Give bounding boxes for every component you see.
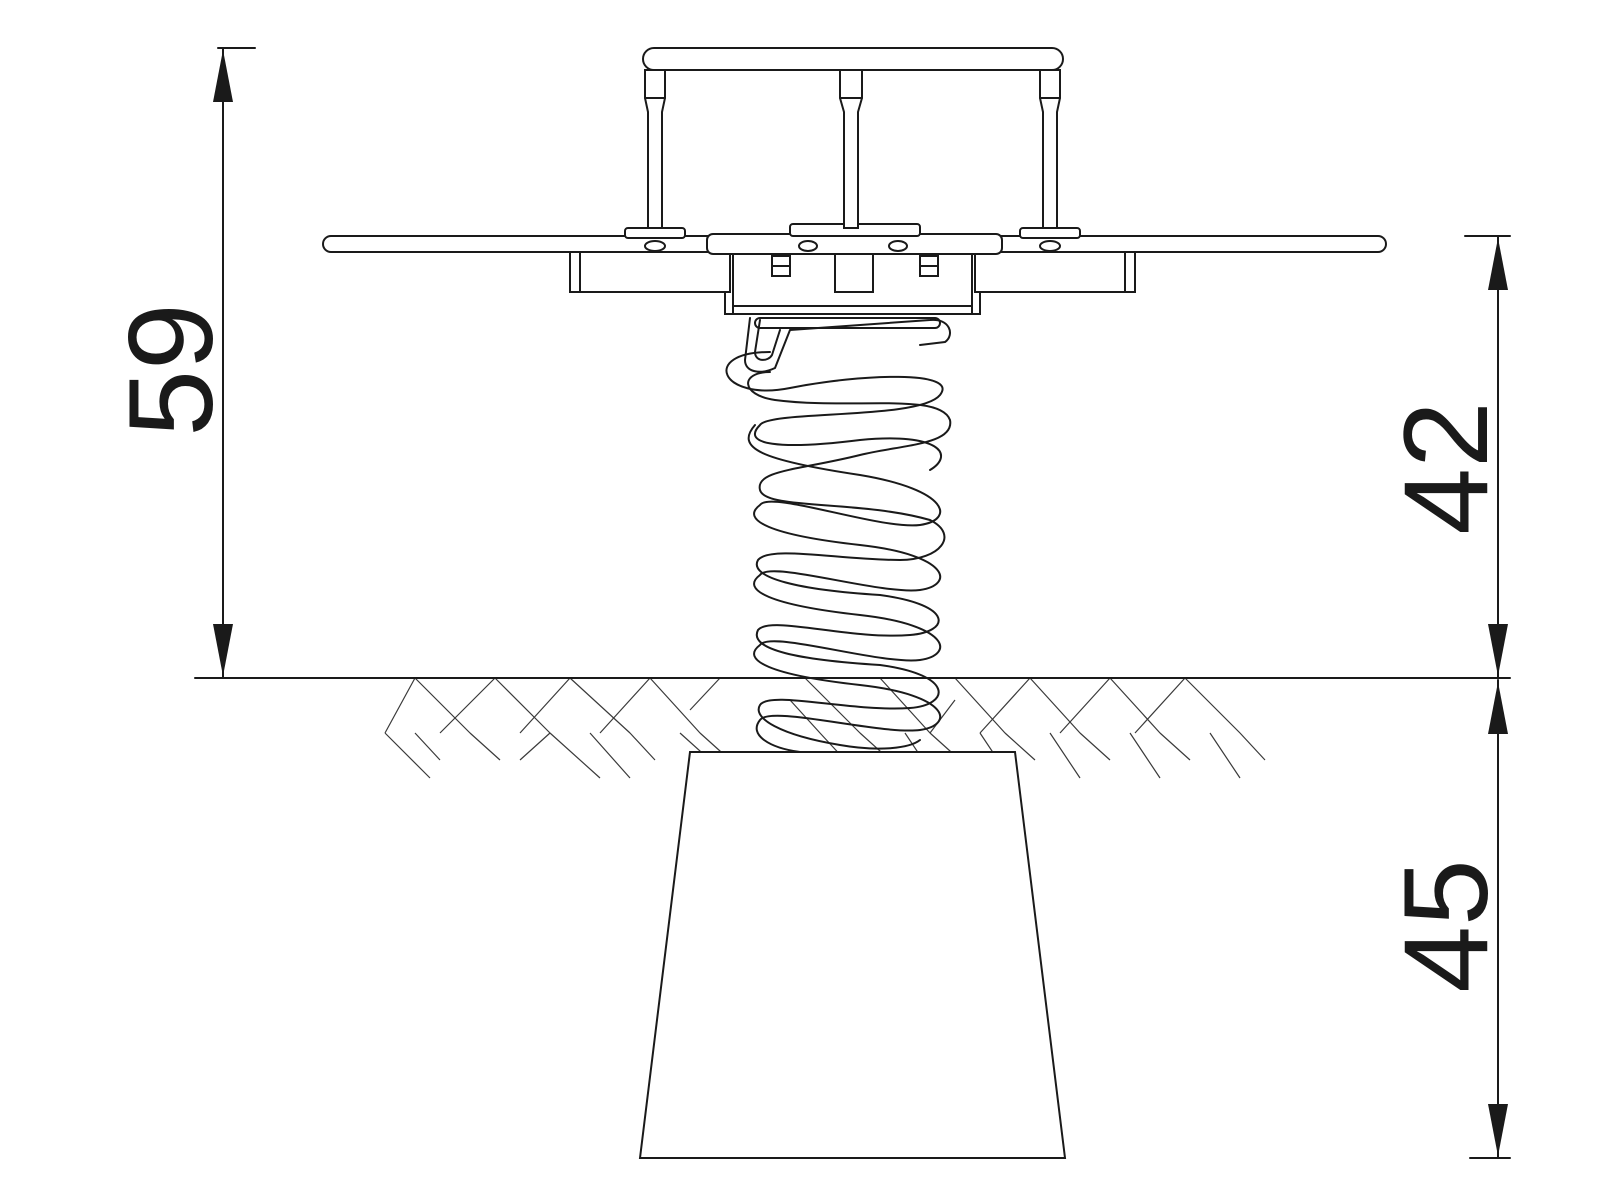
dimension-platform-height: [1464, 235, 1511, 679]
coil-spring: [725, 351, 952, 753]
concrete-foundation: [638, 751, 1067, 1159]
dimension-label-platform-height: 42: [1379, 401, 1513, 534]
left-side-tube: [569, 251, 731, 293]
right-side-tube: [974, 251, 1136, 293]
arrowhead-down-icon: [1488, 1104, 1508, 1156]
soil-hatching: [384, 677, 1266, 779]
bolt-right: [919, 255, 939, 277]
arrowhead-up-icon: [213, 50, 233, 102]
dimension-total-height: [213, 47, 256, 679]
mounting-box: [724, 251, 981, 315]
dimension-foundation-depth: [1469, 679, 1511, 1159]
arrowhead-down-icon: [213, 624, 233, 676]
handle-bar: [642, 47, 1064, 229]
spring-top-bracket: [744, 317, 951, 373]
dimension-label-total-height: 59: [104, 303, 238, 436]
arrowhead-down-icon: [1488, 624, 1508, 676]
dimension-label-foundation-depth: 45: [1379, 859, 1513, 992]
arrowhead-up-icon: [1488, 238, 1508, 290]
arrowhead-up-icon: [1488, 682, 1508, 734]
bolt-left: [771, 255, 791, 277]
